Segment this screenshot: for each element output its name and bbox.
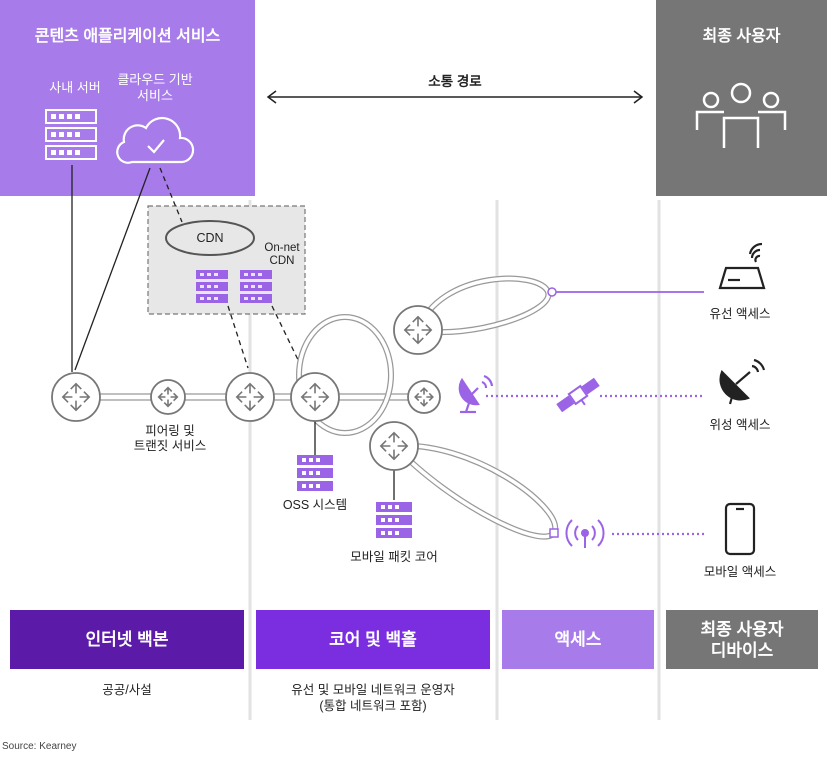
cloud-check-icon	[116, 116, 195, 164]
router-icon	[150, 379, 186, 415]
communication-path-label: 소통 경로	[428, 74, 482, 89]
internal-server-label: 사내 서버	[49, 80, 101, 95]
band-internet-backbone-desc: 공공/사설	[102, 683, 152, 697]
cell-tower-icon	[565, 519, 605, 548]
wired-access-label: 유선 액세스	[709, 307, 771, 321]
cdn-label: CDN	[196, 231, 224, 245]
communication-path-arrow	[266, 90, 644, 104]
peering-transit-label: 피어링 및 트랜짓 서비스	[133, 424, 207, 453]
router-icon	[290, 372, 340, 422]
band-core-backhaul: 코어 및 백홀	[256, 610, 490, 669]
mobile-packet-core-label: 모바일 패킷 코어	[350, 550, 438, 564]
onnet-cdn-label: On-net CDN	[264, 242, 300, 267]
satellite-icon	[556, 377, 600, 413]
router-icon	[369, 421, 419, 471]
cloud-service-label: 클라우드 기반 서비스	[117, 72, 193, 103]
band-access: 액세스	[502, 610, 654, 669]
oss-system-label: OSS 시스템	[282, 498, 348, 512]
satellite-access-label: 위성 액세스	[709, 418, 771, 432]
router-icon	[225, 372, 275, 422]
modem-icon	[718, 242, 766, 290]
satellite-receiver-icon	[719, 358, 766, 405]
cdn-server-icon	[196, 270, 272, 303]
source-note: Source: Kearney	[2, 741, 77, 752]
router-icon	[51, 372, 101, 422]
cdn-ellipse	[165, 220, 255, 256]
band-end-user-devices: 최종 사용자 디바이스	[666, 610, 818, 669]
mobile-core-server-icon	[376, 502, 412, 538]
oss-server-icon	[297, 455, 333, 491]
content-app-title: 콘텐츠 애플리케이션 서비스	[34, 28, 221, 45]
router-icon	[393, 305, 443, 355]
server-rack-icon	[45, 109, 97, 160]
end-user-title: 최종 사용자	[702, 28, 781, 45]
band-internet-backbone: 인터넷 백본	[10, 610, 244, 669]
end-user-panel	[656, 0, 827, 196]
band-core-backhaul-desc: 유선 및 모바일 네트워크 운영자 (통합 네트워크 포함)	[291, 683, 455, 713]
satellite-dish-icon	[458, 374, 494, 414]
router-icon	[407, 380, 441, 414]
mobile-access-label: 모바일 액세스	[703, 565, 777, 579]
end-users-icon	[695, 82, 787, 148]
smartphone-icon	[724, 502, 756, 556]
